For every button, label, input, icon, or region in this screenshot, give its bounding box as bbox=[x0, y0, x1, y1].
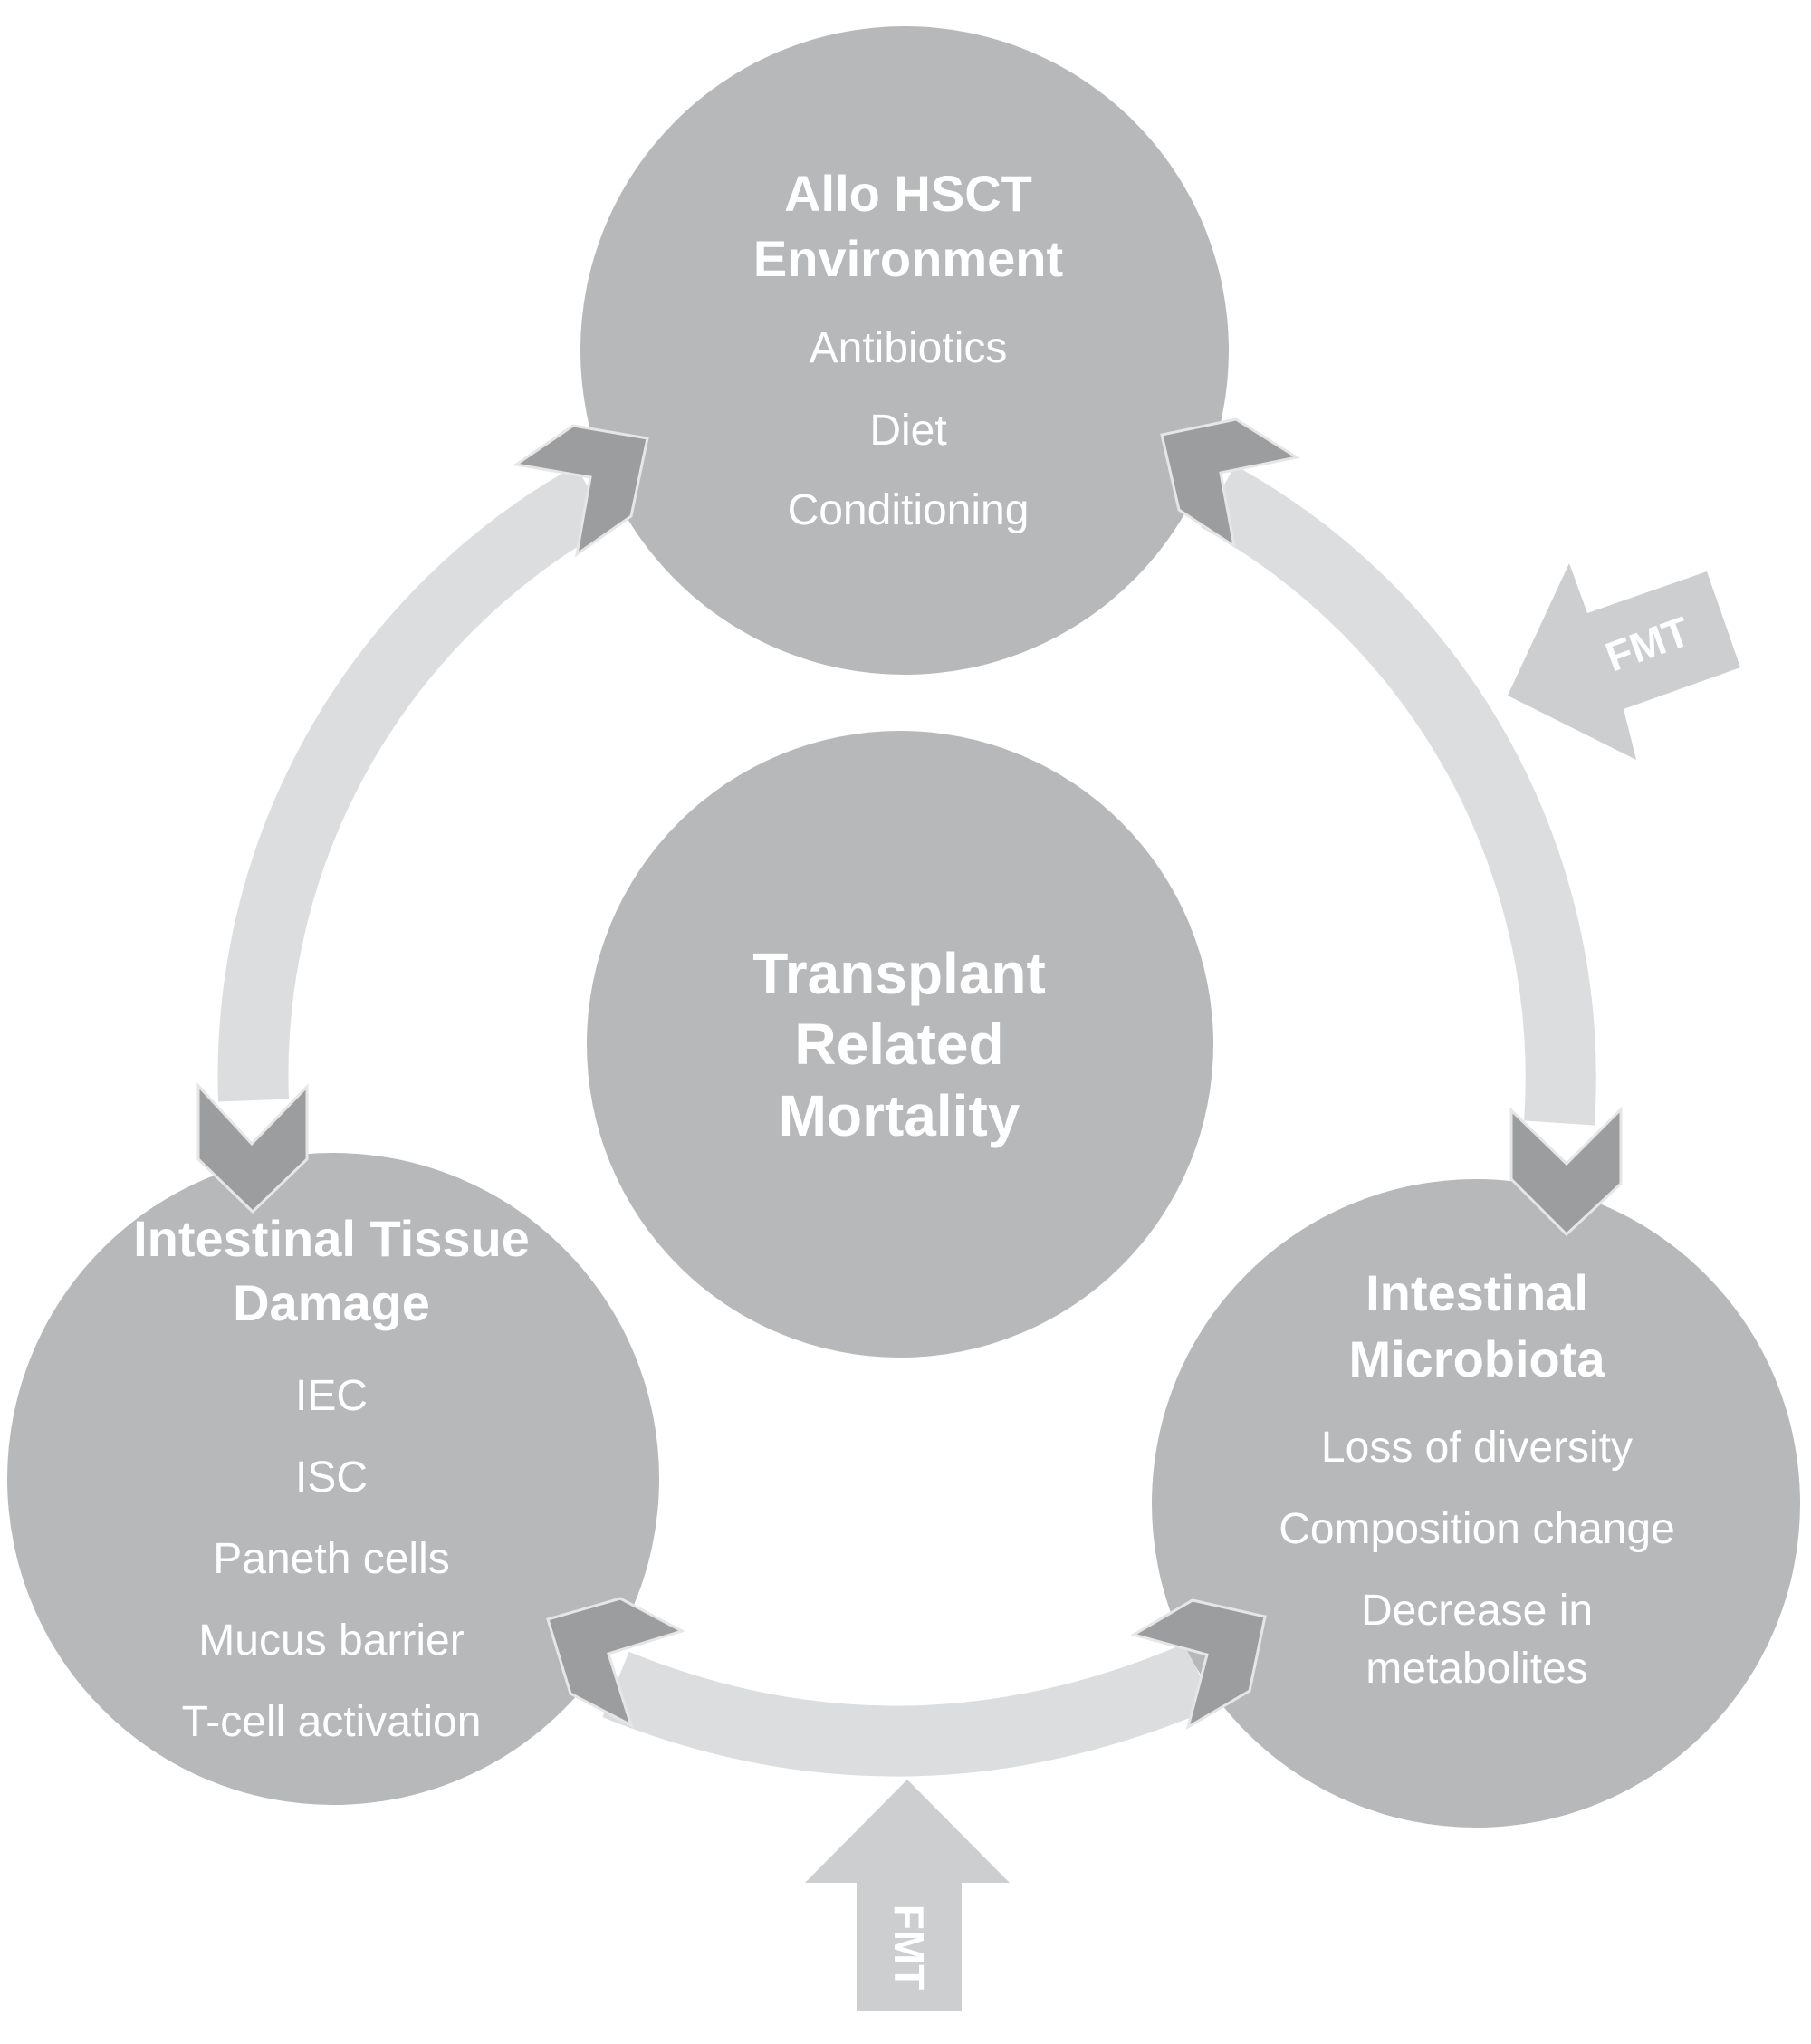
chevrons bbox=[196, 417, 1623, 1731]
cycle-ring bbox=[217, 465, 1596, 1777]
node-allo-hsct: Allo HSCT Environment Antibiotics Diet C… bbox=[753, 165, 1063, 534]
chevron-top-left-icon bbox=[513, 424, 649, 558]
fmt-arrow-right-shape bbox=[1508, 563, 1740, 760]
node-transplant-related-mortality: Transplant Related Mortality bbox=[752, 941, 1046, 1148]
node-top-title-1: Allo HSCT bbox=[784, 165, 1032, 222]
center-title-line: Related bbox=[794, 1012, 1003, 1077]
fmt-label-bottom: FMT bbox=[886, 1905, 933, 1991]
node-left-item: Paneth cells bbox=[213, 1535, 450, 1583]
node-right-item: Decrease in bbox=[1361, 1587, 1593, 1635]
node-right-title-2: Microbiota bbox=[1348, 1330, 1605, 1387]
chevron-bottom-left-icon bbox=[546, 1597, 685, 1729]
fmt-arrow-right: FMT bbox=[1508, 563, 1740, 760]
fmt-arrow-bottom-shape bbox=[805, 1780, 1010, 2011]
node-right-item: Loss of diversity bbox=[1321, 1424, 1633, 1472]
chevron-bottom-right-icon bbox=[1130, 1598, 1267, 1731]
node-left-item: Mucus barrier bbox=[198, 1617, 464, 1665]
fmt-arrow-bottom: FMT bbox=[805, 1780, 1010, 2011]
node-left-item: ISC bbox=[295, 1454, 368, 1502]
node-left-title-2: Damage bbox=[233, 1274, 430, 1331]
node-right-item: Composition change bbox=[1279, 1505, 1675, 1553]
chevron-left-down-icon bbox=[196, 1082, 309, 1214]
node-left-circle bbox=[7, 1153, 659, 1805]
node-top-title-2: Environment bbox=[753, 230, 1063, 287]
node-left-item: T-cell activation bbox=[182, 1698, 482, 1746]
center-title-line: Mortality bbox=[779, 1083, 1020, 1148]
node-left-item: IEC bbox=[295, 1372, 368, 1420]
node-top-item: Antibiotics bbox=[810, 324, 1008, 372]
chevron-top-right-icon bbox=[1160, 417, 1300, 550]
node-top-item: Conditioning bbox=[788, 486, 1030, 534]
node-right-circle bbox=[1152, 1179, 1800, 1828]
ring-arc-right bbox=[1201, 465, 1596, 1126]
node-center-circle bbox=[587, 731, 1213, 1358]
node-intestinal-tissue-damage: Intestinal Tissue Damage IEC ISC Paneth … bbox=[133, 1210, 530, 1746]
node-intestinal-microbiota: Intestinal Microbiota Loss of diversity … bbox=[1279, 1264, 1675, 1693]
center-title-line: Transplant bbox=[752, 941, 1046, 1006]
chevron-right-down-icon bbox=[1509, 1106, 1623, 1237]
node-right-item: metabolites bbox=[1365, 1645, 1587, 1693]
node-left-title-1: Intestinal Tissue bbox=[133, 1210, 530, 1267]
node-top-circle bbox=[580, 26, 1229, 675]
ring-arc-left bbox=[217, 465, 611, 1102]
ring-arc-bottom bbox=[602, 1643, 1214, 1777]
node-right-title-1: Intestinal bbox=[1365, 1264, 1588, 1321]
node-top-item: Diet bbox=[869, 407, 946, 455]
